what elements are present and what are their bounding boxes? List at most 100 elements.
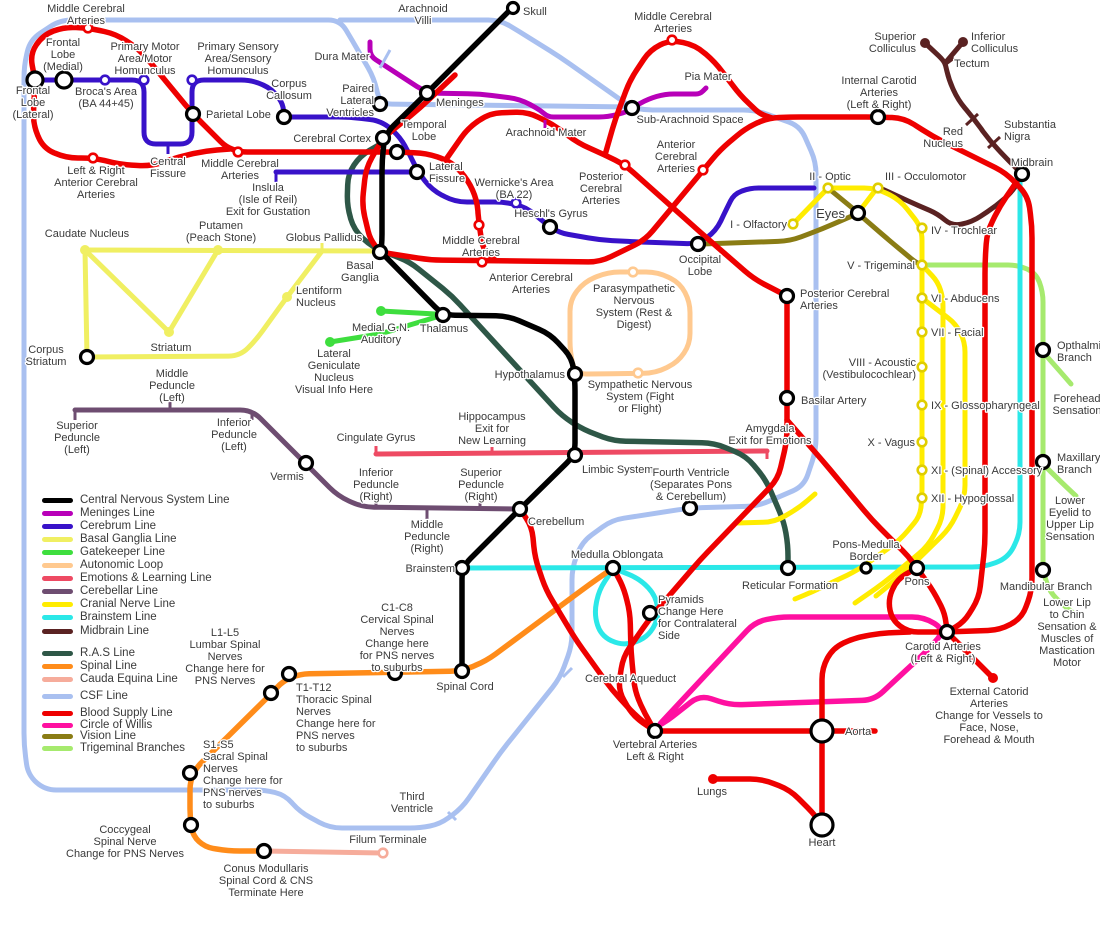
station-l1-l5-lumbar[interactable] bbox=[262, 684, 280, 702]
station-eyes[interactable] bbox=[849, 204, 867, 222]
station-corpus-striatum[interactable] bbox=[78, 348, 96, 366]
label-wernicke-s-area: Wernicke's Area(BA 22) bbox=[475, 177, 555, 201]
station-midbrain[interactable] bbox=[1013, 165, 1031, 183]
station-vertebral-arteries[interactable] bbox=[646, 722, 664, 740]
line-blood-8 bbox=[517, 506, 658, 734]
minor-station-marker[interactable] bbox=[822, 182, 834, 194]
minor-station-marker[interactable] bbox=[473, 219, 485, 231]
minor-station-marker[interactable] bbox=[476, 256, 488, 268]
station-s1-s5-sacral[interactable] bbox=[181, 764, 199, 782]
minor-station-marker[interactable] bbox=[632, 367, 644, 379]
legend-label: Spinal Line bbox=[80, 660, 137, 672]
station-mandibular-branch[interactable] bbox=[1034, 561, 1052, 579]
minor-station-marker[interactable] bbox=[916, 361, 928, 373]
minor-station-marker[interactable] bbox=[787, 218, 799, 230]
station-heart[interactable] bbox=[809, 812, 835, 838]
station-t1-t12-thoracic[interactable] bbox=[280, 665, 298, 683]
station-hypothalamus[interactable] bbox=[566, 365, 584, 383]
station-meninges[interactable] bbox=[418, 84, 436, 102]
minor-station-marker[interactable] bbox=[916, 436, 928, 448]
label-cerebellum: Cerebellum bbox=[528, 516, 584, 528]
station-pons[interactable] bbox=[908, 559, 926, 577]
minor-station-marker[interactable] bbox=[510, 197, 522, 209]
minor-station-marker[interactable] bbox=[377, 847, 389, 859]
minor-station-marker[interactable] bbox=[916, 399, 928, 411]
minor-station-marker[interactable] bbox=[138, 74, 150, 86]
legend-item-emotions-learning-line: Emotions & Learning Line bbox=[42, 572, 212, 584]
station-basilar-artery[interactable] bbox=[778, 389, 796, 407]
label-heschl-s-gyrus: Heschl's Gyrus bbox=[514, 208, 588, 220]
station-heschls-gyrus[interactable] bbox=[541, 218, 559, 236]
line-cns bbox=[378, 4, 578, 673]
station-brainstem[interactable] bbox=[453, 559, 471, 577]
station-internal-carotid-arteries[interactable] bbox=[869, 108, 887, 126]
minor-station-marker[interactable] bbox=[916, 492, 928, 504]
station-cerebral-cortex[interactable] bbox=[374, 129, 392, 147]
station-conus-modullaris[interactable] bbox=[255, 842, 273, 860]
station-corpus-callosum[interactable] bbox=[275, 108, 293, 126]
station-coccygeal[interactable] bbox=[182, 816, 200, 834]
minor-station-marker[interactable] bbox=[916, 326, 928, 338]
legend-label: Circle of Willis bbox=[80, 719, 153, 731]
legend-swatch-cerebrum-line bbox=[42, 523, 73, 529]
station-carotid-arteries[interactable] bbox=[938, 623, 956, 641]
station-parietal-lobe[interactable] bbox=[184, 105, 202, 123]
line-gatekeeper-0 bbox=[378, 308, 446, 318]
minor-station-marker[interactable] bbox=[916, 292, 928, 304]
station-limbic-system[interactable] bbox=[566, 446, 584, 464]
minor-station-marker[interactable] bbox=[872, 182, 884, 194]
station-cerebellum[interactable] bbox=[511, 500, 529, 518]
minor-station-marker[interactable] bbox=[916, 222, 928, 234]
minor-station-marker[interactable] bbox=[916, 464, 928, 476]
minor-station-marker[interactable] bbox=[87, 152, 99, 164]
station-pyramids[interactable] bbox=[641, 604, 659, 622]
station-maxillary-branch[interactable] bbox=[1034, 453, 1052, 471]
station-spinal-cord[interactable] bbox=[453, 662, 471, 680]
label-thalamus: Thalamus bbox=[420, 323, 469, 335]
legend-swatch-cerebellar-line bbox=[42, 588, 73, 594]
station-basal-ganglia[interactable] bbox=[371, 243, 389, 261]
minor-station-marker[interactable] bbox=[666, 34, 678, 46]
station-opthalmic-branch[interactable] bbox=[1034, 341, 1052, 359]
station-c1-c8-cervical[interactable] bbox=[386, 664, 404, 682]
minor-station-marker[interactable] bbox=[619, 159, 631, 171]
station-sub-arachnoid-space[interactable] bbox=[623, 99, 641, 117]
station-thalamus[interactable] bbox=[434, 306, 452, 324]
minor-station-marker[interactable] bbox=[99, 74, 111, 86]
line-midbrain-0 bbox=[922, 40, 1025, 177]
station-lateral-fissure[interactable] bbox=[408, 163, 426, 181]
station-occipital-lobe[interactable] bbox=[689, 235, 707, 253]
station-frontal-lobe-medial[interactable] bbox=[54, 70, 74, 90]
station-aorta[interactable] bbox=[809, 718, 835, 744]
station-vermis[interactable] bbox=[297, 454, 315, 472]
minor-station-marker[interactable] bbox=[627, 266, 639, 278]
legend-item-spinal-line: Spinal Line bbox=[42, 660, 137, 672]
station-skull[interactable] bbox=[505, 0, 521, 16]
station-frontal-lobe-lateral[interactable] bbox=[25, 70, 45, 90]
station-posterior-cerebral-arteries[interactable] bbox=[778, 287, 796, 305]
station-pons-medulla-border[interactable] bbox=[859, 561, 873, 575]
legend-swatch-gatekeeper-line bbox=[42, 549, 73, 555]
minor-station-marker[interactable] bbox=[82, 22, 94, 34]
label-xii-hypoglossal: XII - Hypoglossal bbox=[931, 493, 1014, 505]
station-medulla-oblongata[interactable] bbox=[604, 559, 622, 577]
line-trigeminal-0 bbox=[922, 262, 1075, 615]
line-basal-ganglia-1 bbox=[82, 247, 172, 335]
station-paired-lateral-ventricles[interactable] bbox=[371, 95, 389, 113]
station-fourth-ventricle[interactable] bbox=[681, 499, 699, 517]
station-reticular-formation[interactable] bbox=[779, 559, 797, 577]
minor-station-marker[interactable] bbox=[697, 164, 709, 176]
minor-station-marker[interactable] bbox=[186, 74, 198, 86]
minor-station-marker[interactable] bbox=[232, 146, 244, 158]
station-temporal-lobe[interactable] bbox=[388, 143, 406, 161]
line-csf-0 bbox=[21, 17, 819, 831]
minor-station-marker[interactable] bbox=[916, 259, 928, 271]
